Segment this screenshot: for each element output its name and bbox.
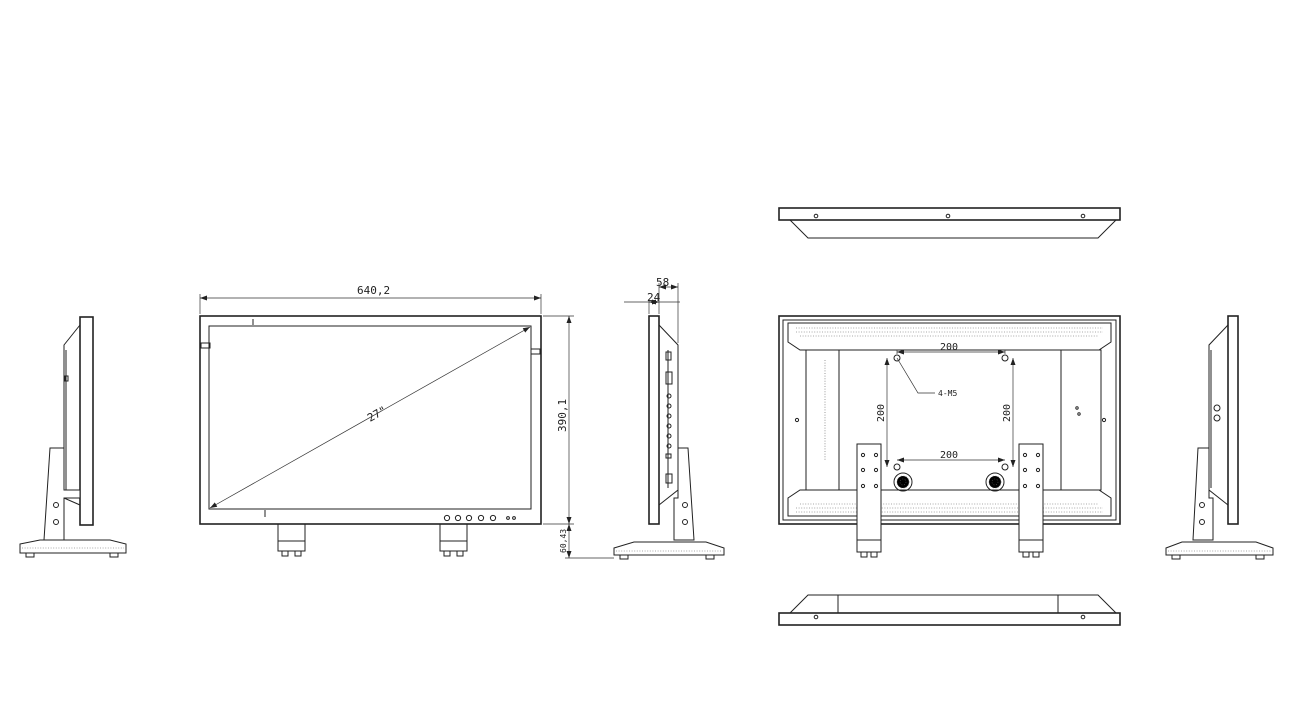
left-side-view	[19, 316, 127, 558]
stand-height-dimension: 60,43	[559, 529, 568, 553]
screw-callout: 4-M5	[938, 389, 957, 398]
right-side-view	[1165, 315, 1274, 560]
panel-depth-dimension: 24	[647, 291, 661, 304]
diagonal-size-label: 27"	[365, 404, 389, 425]
front-buttons	[443, 514, 516, 522]
vesa-right-dimension: 200	[1002, 404, 1013, 422]
height-dimension: 390,1	[556, 399, 569, 432]
width-dimension: 640,2	[357, 284, 390, 297]
total-depth-dimension: 58	[656, 276, 669, 289]
vesa-left-dimension: 200	[876, 404, 887, 422]
vesa-bottom-dimension: 200	[940, 450, 958, 461]
top-view	[778, 207, 1121, 239]
center-side-view: 58 24	[613, 276, 725, 560]
vesa-top-dimension: 200	[940, 342, 958, 353]
rear-view: 200 200 200 200 4-M5	[778, 315, 1121, 558]
front-view: 27" 640,2 390,1 60,43	[199, 284, 614, 559]
bottom-view	[778, 594, 1121, 626]
